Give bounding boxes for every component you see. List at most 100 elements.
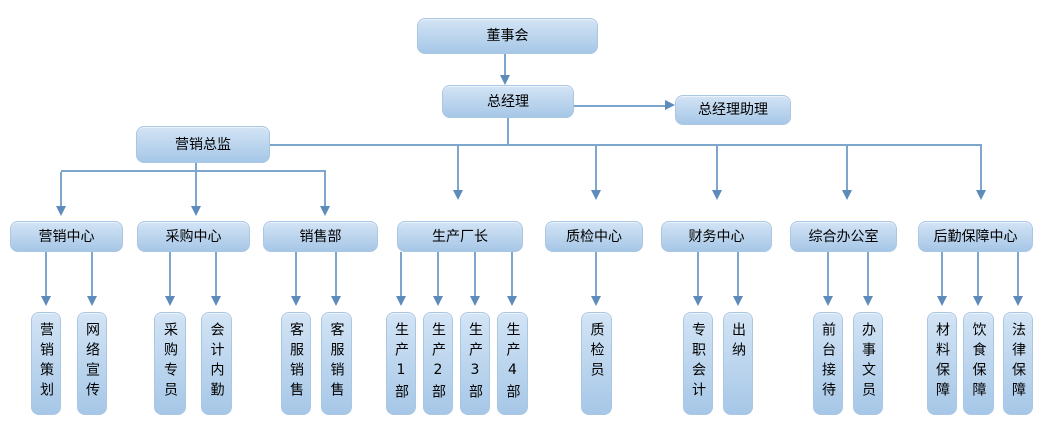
- connector-line: [295, 252, 297, 296]
- node-qc-inspector: 质检员: [581, 312, 612, 415]
- connector-line: [504, 54, 506, 75]
- node-office-clerk: 办事文员: [853, 312, 883, 415]
- node-general-manager: 总经理: [442, 85, 574, 118]
- connector-arrowhead: [823, 296, 833, 306]
- node-label: 生产厂长: [432, 228, 488, 245]
- connector-arrowhead: [500, 75, 510, 85]
- node-label: 材料保障: [934, 322, 950, 402]
- node-label: 总经理助理: [698, 102, 768, 118]
- connector-arrowhead: [191, 206, 201, 216]
- connector-arrowhead: [863, 296, 873, 306]
- node-general-office: 综合办公室: [790, 221, 897, 252]
- node-qc-center: 质检中心: [545, 221, 643, 252]
- connector-arrowhead: [976, 190, 986, 200]
- node-label: 营销中心: [38, 228, 95, 245]
- connector-line: [980, 144, 982, 190]
- connector-line: [91, 252, 93, 296]
- node-gm-assistant: 总经理助理: [675, 95, 791, 125]
- connector-arrowhead: [693, 296, 703, 306]
- connector-line: [195, 172, 197, 206]
- connector-arrowhead: [56, 206, 66, 216]
- connector-line: [574, 105, 666, 107]
- node-catering-support: 饮食保障: [963, 312, 994, 415]
- node-purchasing-center: 采购中心: [137, 221, 250, 252]
- connector-arrowhead: [41, 296, 51, 306]
- connector-arrowhead: [87, 296, 97, 306]
- node-production-dept-2: 生产2部: [423, 312, 453, 415]
- node-sales-dept: 销售部: [263, 221, 378, 252]
- node-label: 采购中心: [165, 228, 222, 245]
- connector-line: [697, 252, 699, 296]
- node-label: 后勤保障中心: [933, 228, 1018, 245]
- connector-arrowhead: [591, 190, 601, 200]
- node-purchasing-specialist: 采购专员: [154, 312, 186, 415]
- node-full-time-accountant: 专职会计: [683, 312, 713, 415]
- node-accounting-clerk: 会计内勤: [201, 312, 232, 415]
- connector-line: [867, 252, 869, 296]
- node-label: 生产4部: [504, 322, 521, 404]
- connector-line: [977, 252, 979, 296]
- connector-arrowhead: [211, 296, 221, 306]
- node-label: 网络宣传: [84, 322, 100, 402]
- connector-arrowhead: [320, 206, 330, 216]
- node-marketing-director: 营销总监: [136, 126, 270, 163]
- connector-line: [1017, 252, 1019, 296]
- node-label: 营销总监: [175, 136, 231, 153]
- connector-line: [941, 252, 943, 296]
- node-label: 法律保障: [1010, 322, 1026, 402]
- connector-line: [507, 118, 509, 145]
- node-label: 总经理: [487, 93, 529, 110]
- connector-line: [716, 146, 718, 190]
- connector-line: [846, 146, 848, 190]
- node-production-dept-1: 生产1部: [386, 312, 416, 415]
- node-production-dept-3: 生产3部: [460, 312, 490, 415]
- node-label: 饮食保障: [970, 322, 987, 402]
- node-material-support: 材料保障: [927, 312, 957, 415]
- node-marketing-center: 营销中心: [10, 221, 123, 252]
- connector-arrowhead: [331, 296, 341, 306]
- node-receptionist: 前台接待: [813, 312, 843, 415]
- connector-arrowhead: [433, 296, 443, 306]
- connector-arrowhead: [453, 190, 463, 200]
- node-label: 生产2部: [430, 322, 446, 404]
- node-legal-support: 法律保障: [1003, 312, 1033, 415]
- connector-line: [595, 252, 597, 296]
- connector-line: [45, 252, 47, 296]
- connector-line: [335, 252, 337, 296]
- node-customer-service-sales-2: 客服销售: [321, 312, 352, 415]
- node-label: 生产3部: [467, 322, 483, 404]
- node-label: 出纳: [730, 322, 746, 362]
- connector-arrowhead: [842, 190, 852, 200]
- connector-arrowhead: [507, 296, 517, 306]
- node-label: 客服销售: [328, 322, 345, 402]
- connector-line: [511, 252, 513, 296]
- connector-arrowhead: [973, 296, 983, 306]
- connector-arrowhead: [470, 296, 480, 306]
- node-label: 会计内勤: [208, 322, 225, 402]
- node-label: 销售部: [299, 228, 342, 245]
- connector-arrowhead: [396, 296, 406, 306]
- connector-line: [400, 252, 402, 296]
- connector-line: [595, 146, 597, 190]
- connector-line: [474, 252, 476, 296]
- node-production-dept-4: 生产4部: [497, 312, 528, 415]
- node-customer-service-sales-1: 客服销售: [281, 312, 311, 415]
- node-finance-center: 财务中心: [661, 221, 772, 252]
- connector-line: [457, 146, 459, 190]
- node-label: 综合办公室: [808, 228, 879, 245]
- connector-arrowhead: [665, 100, 675, 110]
- connector-arrowhead: [291, 296, 301, 306]
- connector-arrowhead: [591, 296, 601, 306]
- node-label: 办事文员: [860, 322, 876, 402]
- connector-line: [61, 170, 326, 172]
- node-label: 质检中心: [566, 228, 622, 245]
- connector-line: [737, 252, 739, 296]
- connector-arrowhead: [712, 190, 722, 200]
- node-board-of-directors: 董事会: [417, 18, 598, 54]
- connector-line: [215, 252, 217, 296]
- connector-line: [169, 252, 171, 296]
- node-label: 前台接待: [820, 322, 836, 402]
- connector-arrowhead: [1013, 296, 1023, 306]
- connector-line: [827, 252, 829, 296]
